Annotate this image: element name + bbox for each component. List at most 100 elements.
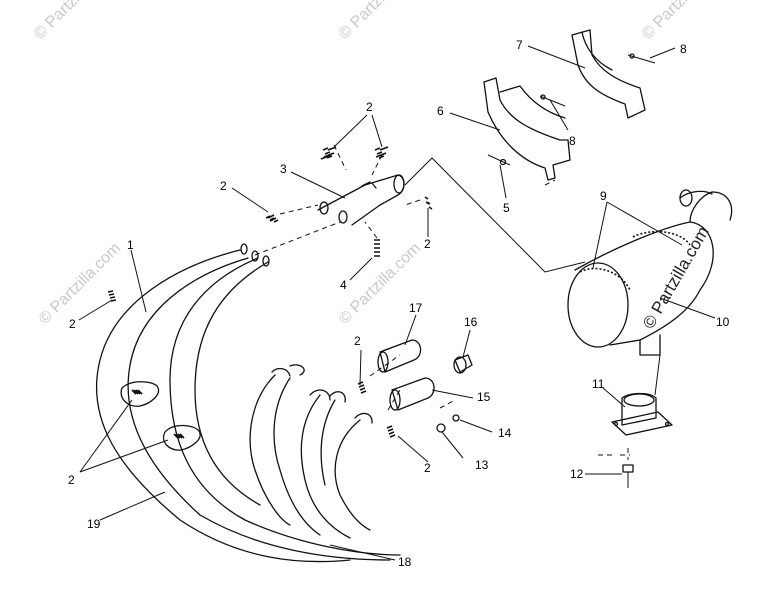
callout-7: 7 bbox=[516, 38, 523, 52]
callout-2-lower: 2 bbox=[424, 461, 431, 475]
spring-left bbox=[265, 214, 279, 223]
leader-4 bbox=[349, 257, 373, 281]
flange-spring-upper bbox=[131, 389, 143, 395]
pipe-end-1 bbox=[240, 243, 248, 255]
dash-9 bbox=[544, 179, 556, 186]
leader-2f bbox=[397, 435, 429, 463]
sleeve-17 bbox=[379, 339, 422, 373]
spring-top-left bbox=[320, 146, 337, 160]
callout-4: 4 bbox=[340, 278, 347, 292]
leader-2a-b bbox=[371, 114, 383, 148]
y-pipe-body bbox=[317, 174, 405, 226]
callout-8-upper: 8 bbox=[680, 42, 687, 56]
bracket-7 bbox=[571, 29, 646, 119]
dash-3 bbox=[279, 204, 319, 215]
dash-5 bbox=[364, 221, 378, 239]
bolt-5 bbox=[487, 154, 511, 166]
spring-right bbox=[424, 196, 433, 210]
leader-16 bbox=[462, 329, 471, 358]
spring-lower bbox=[386, 425, 396, 438]
dash-2 bbox=[371, 154, 383, 176]
leader-9a bbox=[592, 201, 608, 269]
dash-13 bbox=[439, 399, 456, 409]
clamp-9-upper bbox=[632, 230, 691, 246]
bracket-6-edge bbox=[499, 85, 566, 119]
pipe-inner-3 bbox=[300, 394, 351, 539]
leader-14 bbox=[459, 419, 493, 433]
callout-6: 6 bbox=[437, 104, 444, 118]
small-parts bbox=[377, 339, 473, 433]
spring-middle bbox=[357, 381, 367, 394]
callout-2-gaskets: 2 bbox=[68, 473, 75, 487]
bolt-8-upper-head bbox=[629, 53, 635, 59]
y-pipe-hook bbox=[361, 181, 377, 189]
y-pipe-outlet bbox=[393, 174, 405, 194]
leader-2g-b bbox=[79, 439, 169, 473]
y-pipe-inlet-1 bbox=[319, 201, 329, 215]
leader-9b bbox=[606, 201, 683, 246]
pipe-outer-3 bbox=[169, 257, 401, 556]
sleeve-15 bbox=[391, 377, 435, 411]
pipe-inner-1 bbox=[249, 374, 291, 526]
leader-2b bbox=[231, 187, 269, 213]
callout-9: 9 bbox=[600, 189, 607, 203]
bolt-8-lower bbox=[539, 95, 566, 107]
pipe-flare-2 bbox=[271, 367, 291, 377]
leader-1 bbox=[130, 249, 147, 313]
callout-19: 19 bbox=[87, 517, 101, 531]
dash-6 bbox=[254, 221, 341, 256]
alignment-lines bbox=[254, 144, 630, 460]
muffler-outlet-stub bbox=[639, 334, 661, 356]
pipe-outer-4 bbox=[194, 261, 269, 506]
watermark-2: © Partzilla.com bbox=[336, 0, 424, 43]
leader-13 bbox=[441, 431, 464, 459]
callout-2-top: 2 bbox=[366, 100, 373, 114]
callout-18: 18 bbox=[398, 555, 412, 569]
leader-10 bbox=[659, 297, 716, 319]
connector-line bbox=[404, 157, 586, 273]
watermark-1: © Partzilla.com bbox=[31, 0, 119, 43]
clamp-9-lower bbox=[579, 267, 631, 291]
sleeve-15-end bbox=[389, 389, 401, 411]
pipe-end-3 bbox=[262, 255, 270, 267]
pipe-flare-1 bbox=[289, 364, 305, 376]
muffler-body bbox=[574, 221, 714, 346]
sleeve-17-end bbox=[377, 351, 389, 373]
callout-2-left-upper: 2 bbox=[220, 179, 227, 193]
watermark-4: © Partzilla.com bbox=[36, 240, 124, 328]
muffler-mount bbox=[611, 354, 673, 488]
flange-gasket-upper bbox=[120, 381, 160, 407]
leader-3 bbox=[290, 171, 346, 199]
pipe-flare-4 bbox=[354, 412, 373, 424]
callout-13: 13 bbox=[475, 458, 489, 472]
leader-8b bbox=[549, 99, 569, 131]
watermark-6: © Partzilla.com bbox=[639, 223, 713, 332]
pipe-flare-5 bbox=[309, 389, 331, 401]
muffler-outlet bbox=[679, 189, 693, 207]
callout-15: 15 bbox=[477, 390, 491, 404]
y-pipe bbox=[317, 174, 405, 226]
muffler-end-cap bbox=[567, 262, 629, 348]
callout-14: 14 bbox=[498, 426, 512, 440]
springs bbox=[107, 146, 433, 438]
nut-13 bbox=[436, 423, 446, 433]
leader-2g-a bbox=[79, 399, 133, 473]
callout-2-middle: 2 bbox=[354, 334, 361, 348]
callout-1: 1 bbox=[127, 238, 134, 252]
dash-1 bbox=[333, 144, 347, 171]
leader-2a bbox=[334, 114, 368, 147]
dash-7 bbox=[369, 354, 401, 377]
bolt-12-head bbox=[622, 464, 634, 473]
mount-11-base bbox=[611, 411, 673, 436]
leader-2d bbox=[78, 299, 113, 321]
callout-labels: 1 2 2 2 2 2 2 2 3 4 5 6 7 8 8 9 10 11 12… bbox=[68, 38, 730, 569]
dash-8 bbox=[387, 389, 401, 411]
pipe-outer-1 bbox=[95, 249, 351, 563]
cap-16-end bbox=[453, 356, 467, 374]
leader-5 bbox=[499, 164, 507, 199]
leader-2e bbox=[359, 349, 362, 386]
leader-17 bbox=[404, 314, 417, 346]
leader-19 bbox=[99, 491, 166, 521]
mount-11-hole-2 bbox=[664, 421, 670, 427]
callout-12: 12 bbox=[570, 467, 584, 481]
